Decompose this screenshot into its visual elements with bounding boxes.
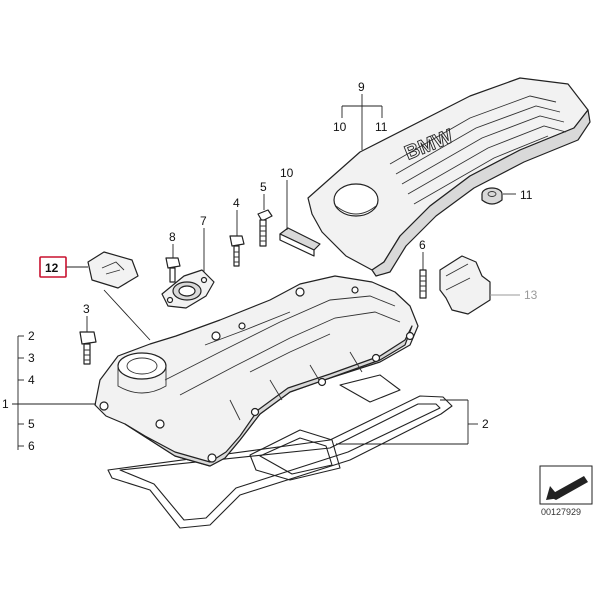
callout-4-top: 4 <box>233 196 240 210</box>
orientation-arrow-icon <box>546 476 588 500</box>
callout-12: 12 <box>45 261 59 275</box>
bolt-3 <box>79 331 97 365</box>
callout-4-left: 4 <box>28 373 35 387</box>
callout-8: 8 <box>169 230 176 244</box>
callout-3-top: 3 <box>83 302 90 316</box>
callout-9: 9 <box>358 80 365 94</box>
cover-cap-12 <box>87 251 139 289</box>
callout-11-right: 11 <box>520 188 533 202</box>
callout-11-top: 11 <box>375 120 388 134</box>
callout-3-left: 3 <box>28 351 35 365</box>
callout-7: 7 <box>200 214 207 228</box>
callout-1: 1 <box>2 397 9 411</box>
cylinder-head-cover <box>94 275 419 467</box>
stud-bolt-5 <box>257 209 273 247</box>
callout-labels: 9 10 11 10 11 5 4 7 8 6 3 13 12 2 3 4 1 … <box>2 80 538 453</box>
rubber-grommet <box>481 187 503 205</box>
valve-cover-gasket <box>107 374 453 529</box>
damping-strip <box>279 227 321 257</box>
callout-6-right: 6 <box>419 238 426 252</box>
callout-10-top: 10 <box>333 120 347 134</box>
diagram-ref-number: 00127929 <box>541 507 581 517</box>
callout-2-right: 2 <box>482 417 489 431</box>
callout-5-left: 5 <box>28 417 35 431</box>
stud-6 <box>419 269 427 299</box>
bolt-4 <box>229 235 245 267</box>
callout-6-left: 6 <box>28 439 35 453</box>
diagram-reference: 00127929 <box>539 465 593 517</box>
bracket-13 <box>439 255 491 315</box>
highlight-box-12 <box>39 256 67 278</box>
engine-cover: BMW <box>307 77 591 277</box>
leader-lines <box>12 94 520 450</box>
callout-13: 13 <box>524 288 538 302</box>
callout-5-top: 5 <box>260 180 267 194</box>
flange-seal-7 <box>161 269 215 309</box>
callout-10-mid: 10 <box>280 166 294 180</box>
bolt-8 <box>165 257 181 283</box>
callout-2-left: 2 <box>28 329 35 343</box>
